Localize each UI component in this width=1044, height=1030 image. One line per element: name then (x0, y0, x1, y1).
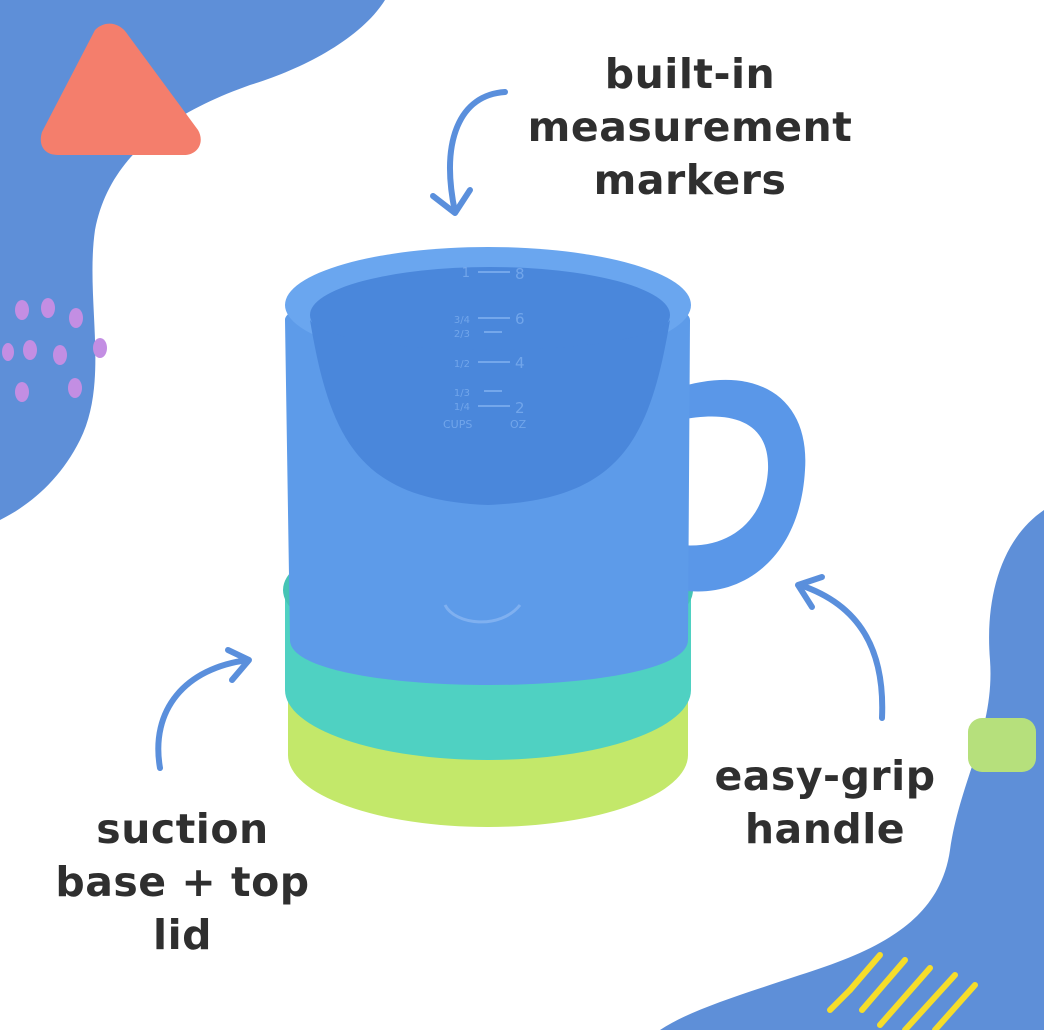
red-triangle (40, 23, 201, 156)
arrow-to-markers (447, 89, 508, 215)
arrow-to-base (155, 657, 251, 771)
mark-oz-unit: OZ (510, 418, 527, 431)
blue-blob-bottom-right (660, 510, 1044, 1030)
callout-suction-base: suction base + top lid (40, 803, 325, 962)
cup: 1 3/4 2/3 1/2 1/3 1/4 8 6 4 2 CUPS OZ (283, 247, 806, 827)
callout-measurement-markers: built-in measurement markers (500, 48, 880, 207)
mark-cups-1: 1 (462, 266, 470, 281)
callout-easy-grip-handle: easy-grip handle (680, 750, 970, 856)
callout-line: handle (744, 805, 906, 853)
callout-line: built-in (604, 50, 776, 98)
mark-oz-8: 8 (515, 265, 525, 283)
mark-cups-1-2: 1/2 (454, 359, 470, 370)
mark-cups-3-4: 3/4 (454, 315, 470, 326)
callout-line: easy-grip (714, 752, 936, 800)
mark-cups-1-3: 1/3 (454, 388, 470, 399)
callout-line: suction (96, 805, 269, 853)
arrows (155, 89, 886, 771)
mark-oz-2: 2 (515, 399, 525, 417)
callout-line: base + top (55, 858, 310, 906)
purple-dots (2, 298, 107, 402)
mark-cups-1-4: 1/4 (454, 402, 470, 413)
yellow-stripes (827, 952, 978, 1030)
arrow-to-handle (797, 582, 886, 721)
mark-cups-2-3: 2/3 (454, 329, 470, 340)
callout-line: lid (153, 911, 212, 959)
mark-oz-4: 4 (515, 354, 525, 372)
callout-line: markers (593, 156, 787, 204)
mark-cups-unit: CUPS (443, 418, 472, 431)
callout-line: measurement (527, 103, 853, 151)
green-square (968, 718, 1036, 772)
mark-oz-6: 6 (515, 310, 525, 328)
